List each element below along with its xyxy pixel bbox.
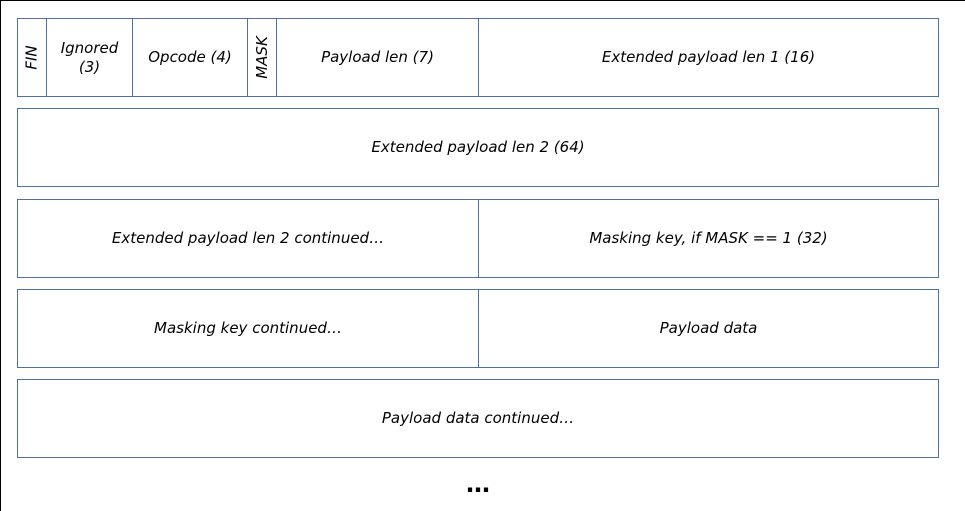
payload-data-continued-label: Payload data continued… <box>381 409 575 427</box>
masking-key-label: Masking key, if MASK == 1 (32) <box>589 229 828 247</box>
extended-payload-len-2-field: Extended payload len 2 (64) <box>18 109 938 186</box>
masking-key-continued-label: Masking key continued… <box>154 319 342 337</box>
fin-field: FIN <box>18 19 47 96</box>
frame-row-4: Masking key continued… Payload data <box>17 289 939 368</box>
payload-data-field: Payload data <box>479 290 938 367</box>
mask-field: MASK <box>248 19 277 96</box>
extended-payload-len-1-field: Extended payload len 1 (16) <box>479 19 938 96</box>
extended-payload-len-2-continued-label: Extended payload len 2 continued… <box>111 229 385 247</box>
extended-payload-len-2-continued-field: Extended payload len 2 continued… <box>18 200 479 277</box>
frame-row-2: Extended payload len 2 (64) <box>17 108 939 187</box>
payload-len-field: Payload len (7) <box>277 19 479 96</box>
payload-len-label: Payload len (7) <box>321 48 434 66</box>
masking-key-field: Masking key, if MASK == 1 (32) <box>479 200 938 277</box>
frame-row-3: Extended payload len 2 continued… Maskin… <box>17 199 939 278</box>
mask-label: MASK <box>252 36 271 79</box>
payload-data-continued-field: Payload data continued… <box>18 380 938 457</box>
opcode-field: Opcode (4) <box>133 19 248 96</box>
frame-row-5: Payload data continued… <box>17 379 939 458</box>
masking-key-continued-field: Masking key continued… <box>18 290 479 367</box>
extended-payload-len-2-label: Extended payload len 2 (64) <box>371 138 585 156</box>
payload-data-label: Payload data <box>659 319 758 337</box>
extended-payload-len-1-label: Extended payload len 1 (16) <box>601 48 816 66</box>
continuation-ellipsis: … <box>466 470 490 498</box>
ignored-label: Ignored (3) <box>60 38 119 76</box>
opcode-label: Opcode (4) <box>148 48 232 66</box>
ignored-field: Ignored (3) <box>47 19 133 96</box>
fin-label: FIN <box>22 45 41 70</box>
frame-row-1: FIN Ignored (3) Opcode (4) MASK Payload … <box>17 18 939 97</box>
